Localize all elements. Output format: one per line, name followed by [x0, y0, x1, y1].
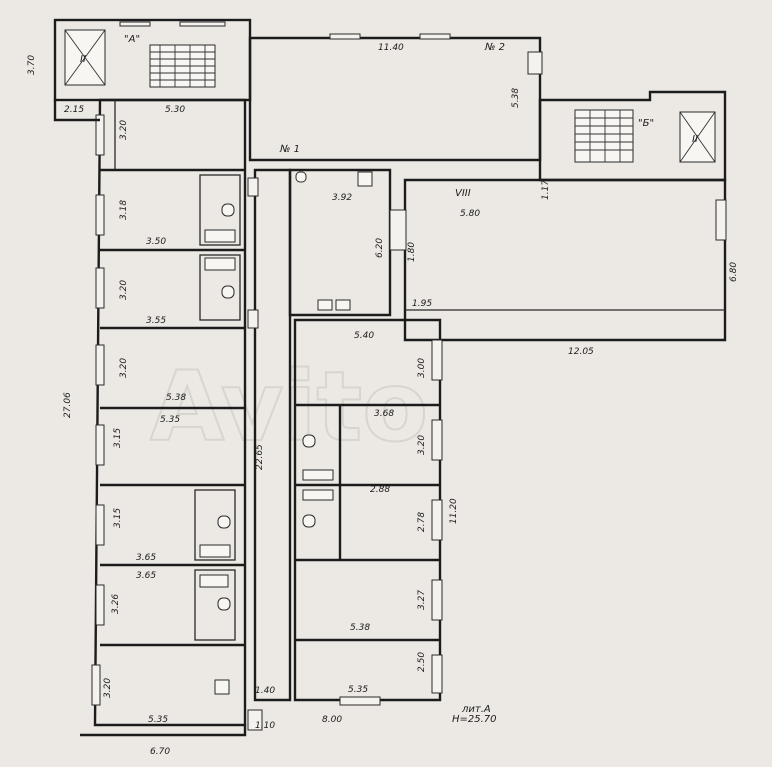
stairs-b	[574, 109, 634, 163]
dim-2265: 22.65	[255, 444, 265, 470]
stair-b-label: "Б"	[638, 118, 654, 129]
dim-318: 3.18	[119, 200, 129, 220]
room-viii	[389, 178, 727, 342]
central-room	[288, 168, 392, 317]
dim-288: 2.88	[370, 485, 390, 495]
dim-1140: 11.40	[378, 43, 404, 53]
dim-1205: 12.05	[568, 347, 594, 357]
dim-538-l: 5.38	[166, 393, 186, 403]
dim-370: 3.70	[27, 55, 37, 75]
dim-535-b: 5.35	[148, 715, 168, 725]
dim-320-d: 3.20	[103, 678, 113, 698]
dim-180: 1.80	[407, 242, 417, 262]
dim-320-e: 3.20	[417, 435, 427, 455]
dim-538-top: 5.38	[511, 88, 521, 108]
dim-670: 6.70	[150, 747, 170, 757]
stair-a-label: "А"	[124, 34, 140, 45]
dim-355: 3.55	[146, 316, 166, 326]
annotation-line1: лит.А	[461, 704, 491, 715]
dim-300: 3.00	[417, 358, 427, 378]
dim-2706: 27.06	[63, 392, 73, 418]
dim-320-a: 3.20	[119, 120, 129, 140]
dim-800: 8.00	[322, 715, 342, 725]
outer-wall-left-top	[53, 100, 100, 122]
outer-wall-bottom	[80, 725, 247, 737]
dimension-labels: 3.70 11.40 № 2 5.38 2.15 5.30 № 1 3.20 3…	[27, 42, 739, 757]
dim-320-b: 3.20	[119, 280, 129, 300]
dim-250: 2.50	[417, 652, 427, 672]
dim-110: 1.10	[255, 721, 275, 731]
room-1-label: № 1	[279, 144, 300, 155]
dim-540: 5.40	[354, 331, 374, 341]
annotation-line2: Н=25.70	[452, 714, 497, 725]
dim-535-r: 5.35	[348, 685, 368, 695]
dim-315-b: 3.15	[113, 508, 123, 528]
stairwell-b: "Б" II	[538, 90, 727, 182]
dim-320-c: 3.20	[119, 358, 129, 378]
dim-350: 3.50	[146, 237, 166, 247]
stairwell-a: "А" II	[53, 18, 252, 102]
corridor-1	[247, 168, 292, 731]
dim-327: 3.27	[417, 590, 427, 610]
dim-1120: 11.20	[449, 498, 459, 524]
dim-368: 3.68	[374, 409, 394, 419]
dim-365-b: 3.65	[136, 571, 156, 581]
dim-195: 1.95	[412, 299, 432, 309]
room-viii-label: VIII	[455, 188, 471, 199]
dim-278: 2.78	[417, 512, 427, 532]
dim-215: 2.15	[64, 105, 84, 115]
dim-365-a: 3.65	[136, 553, 156, 563]
room-2-label: № 2	[484, 42, 505, 53]
dim-392: 3.92	[332, 193, 352, 203]
dim-530: 5.30	[165, 105, 185, 115]
shaft-b-label: II	[692, 134, 698, 145]
right-wing	[293, 318, 443, 706]
dim-117: 1.17	[541, 180, 551, 200]
dim-326: 3.26	[111, 594, 121, 614]
dim-315-a: 3.15	[113, 428, 123, 448]
dim-620: 6.20	[375, 238, 385, 258]
dim-680: 6.80	[729, 262, 739, 282]
dim-580: 5.80	[460, 209, 480, 219]
dim-140: 1.40	[255, 686, 275, 696]
shaft-a-label: II	[80, 54, 86, 65]
dim-538-r: 5.38	[350, 623, 370, 633]
annotation: лит.А Н=25.70	[452, 704, 497, 725]
dim-535-l: 5.35	[160, 415, 180, 425]
